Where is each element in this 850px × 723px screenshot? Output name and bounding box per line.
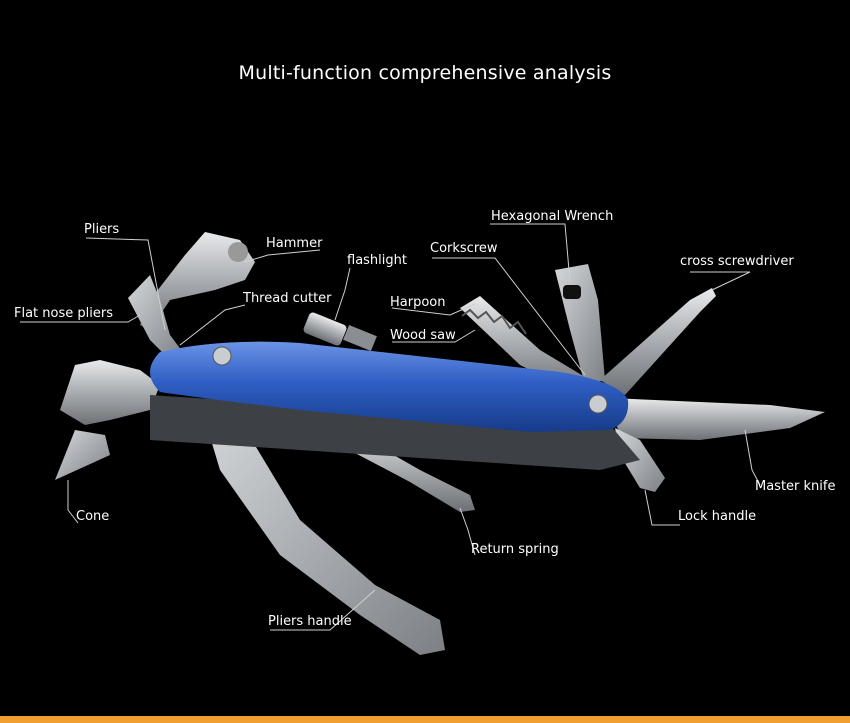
label-corkscrew: Corkscrew xyxy=(430,241,498,256)
label-cone: Cone xyxy=(76,509,110,524)
label-lock-handle: Lock handle xyxy=(678,509,757,524)
pliers-handle-shape xyxy=(205,412,445,655)
label-hammer: Hammer xyxy=(266,236,323,251)
cone-shape xyxy=(55,430,110,480)
leader-lines xyxy=(20,223,761,631)
label-return-spring: Return spring xyxy=(471,542,559,557)
bottom-accent-bar xyxy=(0,716,850,723)
label-hexagonal-wrench: Hexagonal Wrench xyxy=(491,209,614,224)
pliers-jaws-shape xyxy=(128,275,185,360)
flashlight-shape xyxy=(303,312,347,346)
blue-handle-shape xyxy=(150,341,629,432)
label-master-knife: Master knife xyxy=(755,479,836,494)
hammer-shape xyxy=(140,232,255,330)
label-harpoon: Harpoon xyxy=(390,295,446,310)
axe-head-shape xyxy=(60,360,160,425)
label-wood-saw: Wood saw xyxy=(390,328,456,343)
label-thread-cutter: Thread cutter xyxy=(243,291,332,306)
label-pliers: Pliers xyxy=(84,222,120,237)
label-flashlight: flashlight xyxy=(347,253,407,268)
label-flat-nose-pliers: Flat nose pliers xyxy=(14,306,113,321)
label-pliers-handle: Pliers handle xyxy=(268,614,352,629)
page-title: Multi-function comprehensive analysis xyxy=(238,62,612,84)
master-knife-shape xyxy=(610,398,825,440)
cross-screwdriver-shape xyxy=(600,288,716,395)
label-cross-screwdriver: cross screwdriver xyxy=(680,254,794,269)
